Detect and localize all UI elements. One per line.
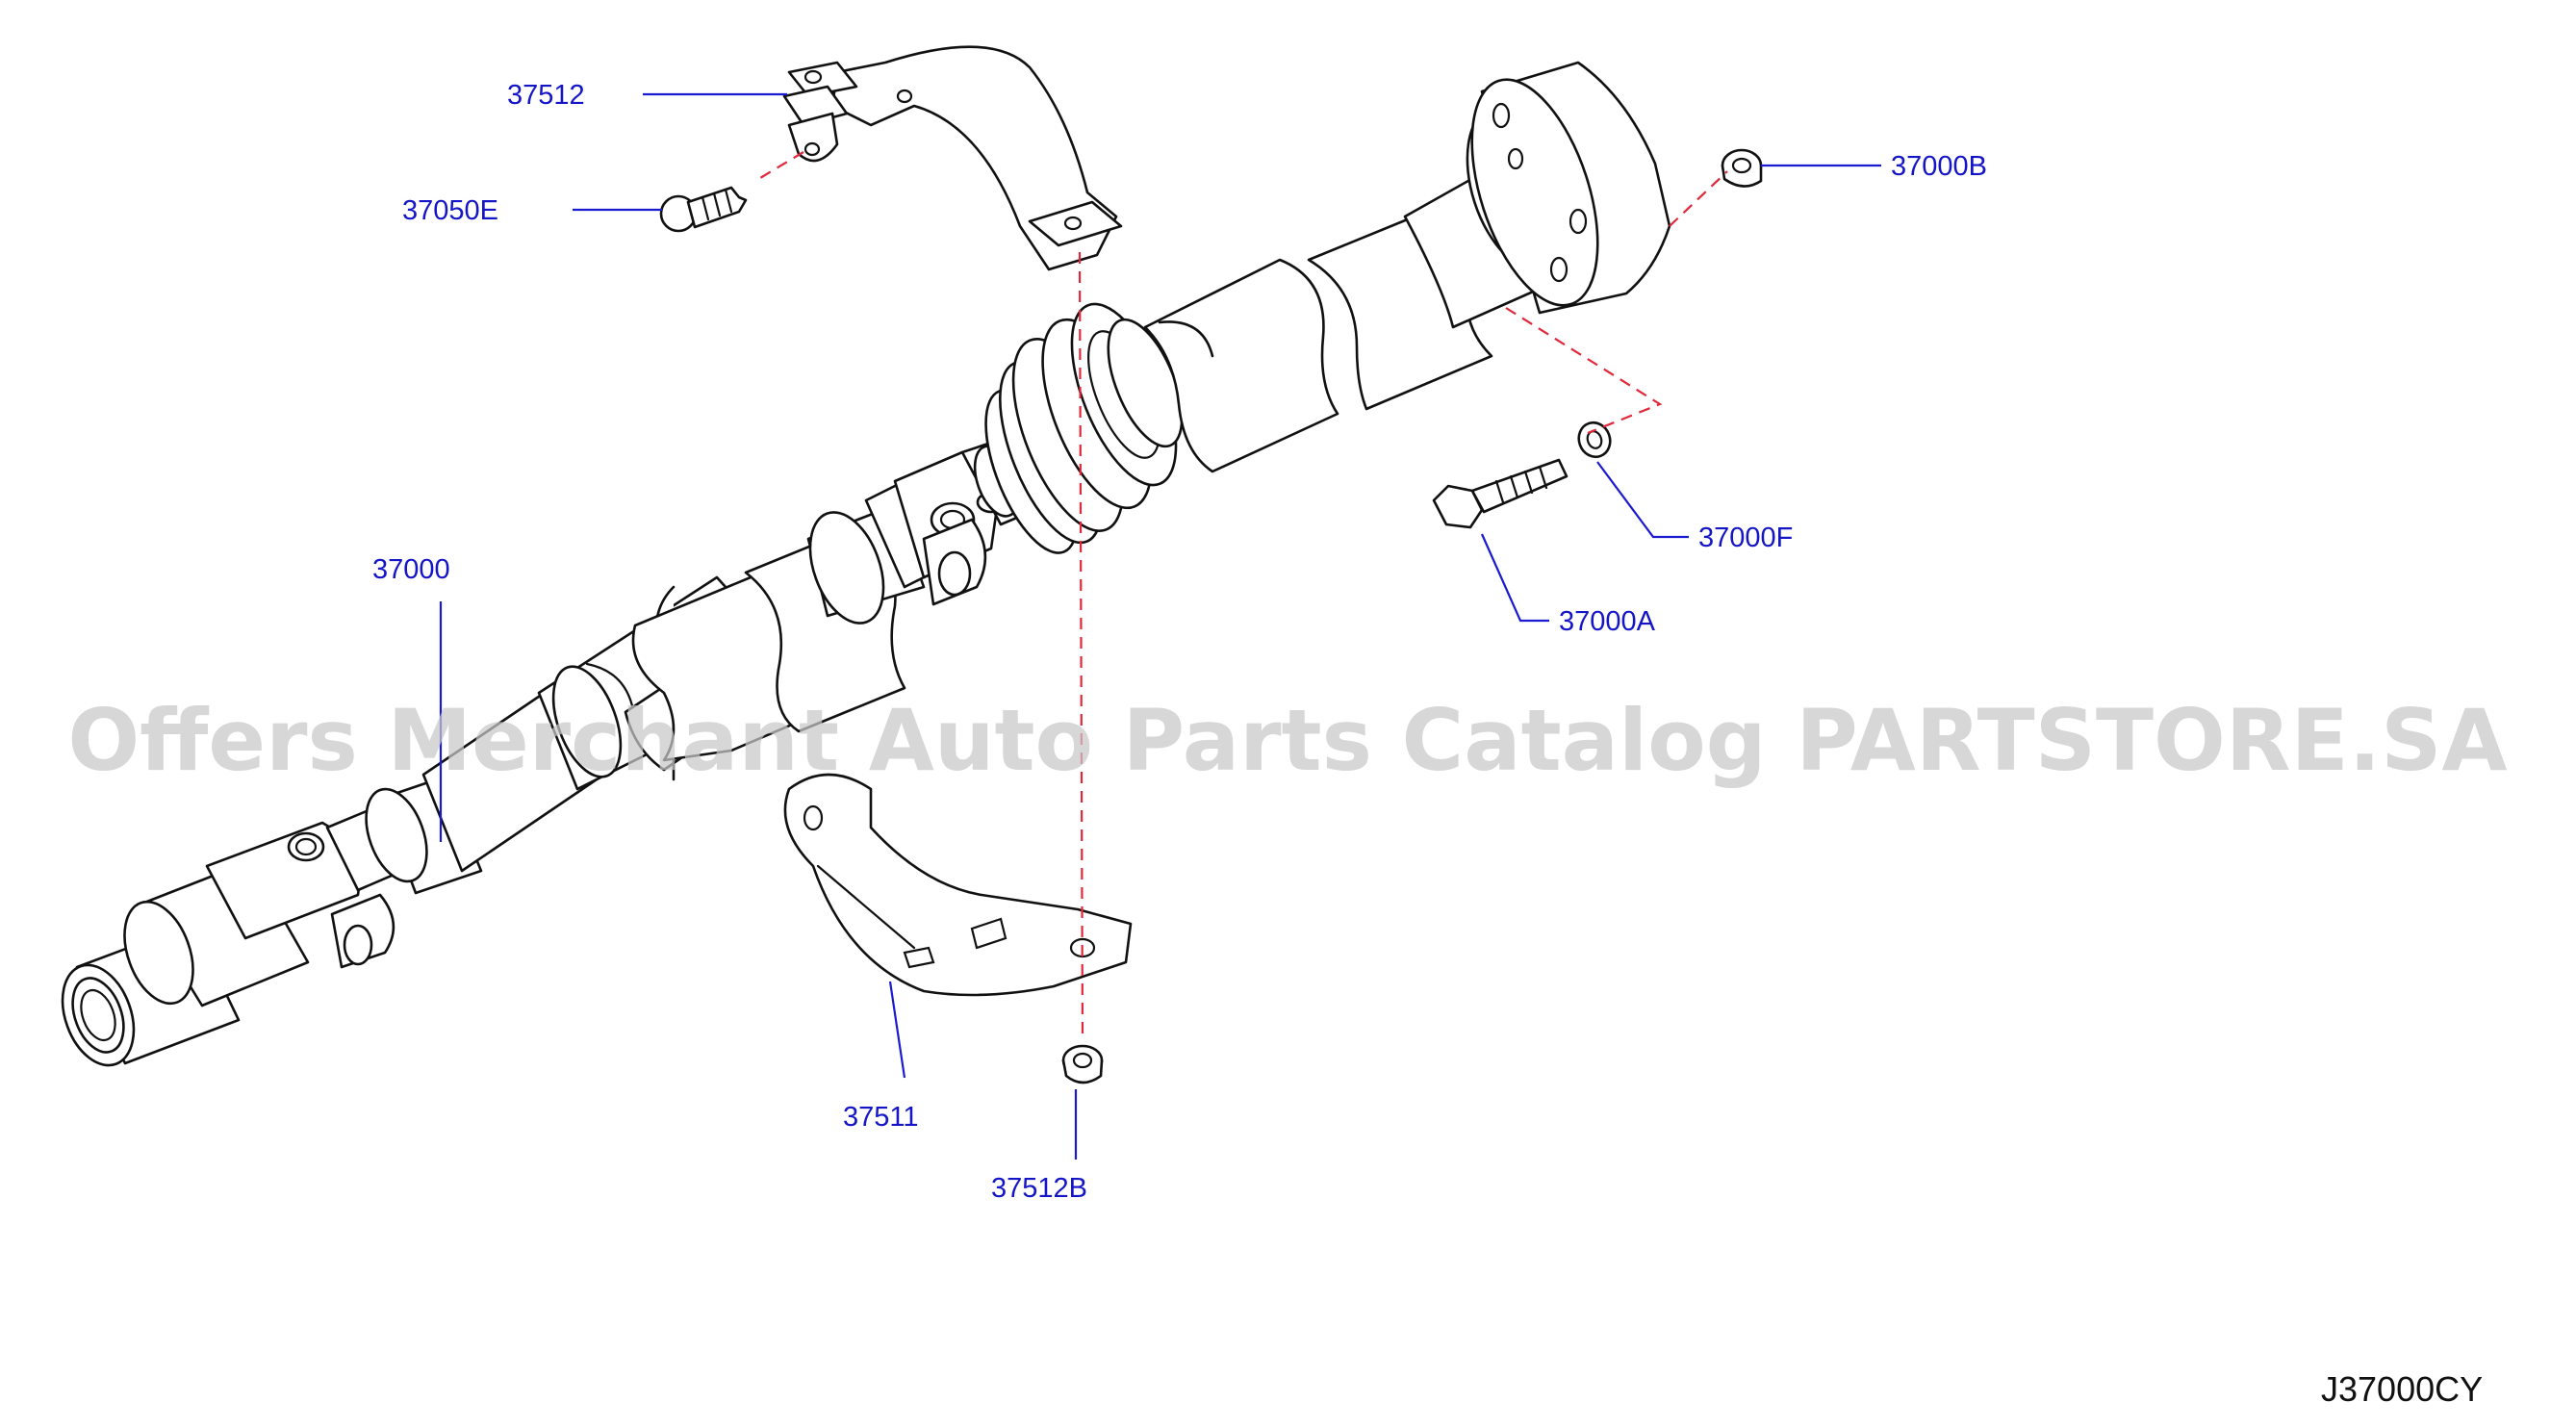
flange-nut-37512B	[1061, 1044, 1104, 1084]
label-37050E: 37050E	[402, 195, 498, 226]
middle-tube	[631, 503, 926, 762]
label-37000F: 37000F	[1698, 523, 1793, 553]
flange-nut-37000B	[1721, 148, 1763, 188]
label-37512: 37512	[507, 80, 585, 111]
label-37000: 37000	[372, 554, 450, 585]
label-37000A: 37000A	[1559, 606, 1656, 637]
front-spline-yoke	[61, 821, 361, 1067]
leader-lines	[439, 92, 1881, 1160]
label-37512B: 37512B	[991, 1173, 1087, 1204]
watermark: Offers Merchant Auto Parts Catalog PARTS…	[67, 691, 2507, 790]
screw-37050E	[659, 186, 748, 233]
propeller-shaft-assembly	[61, 61, 1671, 1067]
label-37511: 37511	[843, 1102, 919, 1133]
bolt-37000A	[1432, 458, 1569, 529]
callout-labels: 37512 37050E 37000B 37000F 37000A 37000 …	[372, 80, 1987, 1204]
alignment-dashes	[759, 151, 1728, 1042]
center-bearing-coupling	[984, 302, 1184, 554]
front-universal-joint	[325, 776, 483, 969]
lower-bearing-bracket	[783, 773, 1133, 997]
upper-bearing-bracket	[782, 45, 1123, 271]
label-37000B: 37000B	[1891, 151, 1987, 182]
rear-flange	[1403, 61, 1671, 329]
diagram-code: J37000CY	[2321, 1369, 2483, 1409]
